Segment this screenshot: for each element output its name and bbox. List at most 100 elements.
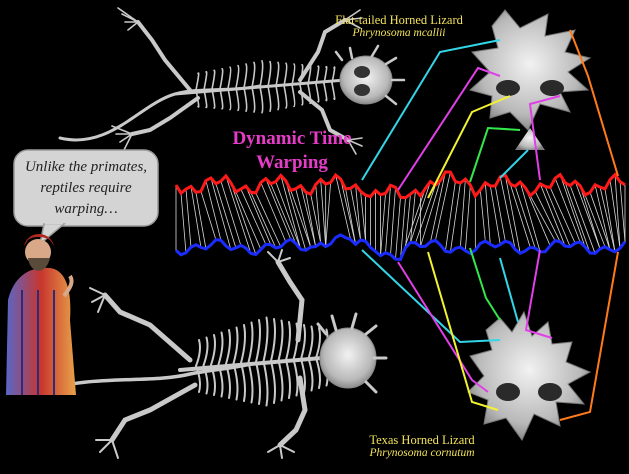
rib-bottom [196, 340, 200, 366]
alignment-line [386, 185, 391, 252]
alignment-line [620, 182, 625, 242]
rib-bottom [249, 323, 253, 363]
bottom-scientific-name: Phrynosoma cornutum [336, 447, 508, 460]
correspondence-line [500, 258, 518, 322]
rib-bottom [271, 361, 275, 403]
alignment-line [196, 192, 206, 249]
bottom-common-name: Texas Horned Lizard [336, 433, 508, 447]
alignment-line [485, 183, 490, 245]
alignment-line [460, 179, 465, 247]
rib-bottom [309, 327, 313, 359]
bottom-species-label: Texas Horned Lizard Phrynosoma cornutum [336, 433, 508, 461]
rib-top [268, 62, 271, 87]
rib-bottom [211, 335, 215, 365]
rib-top [212, 70, 215, 89]
rib-bottom [286, 322, 290, 360]
alignment-line [535, 191, 560, 241]
lizard-skeleton-bottom-icon [38, 250, 386, 458]
rib-top [244, 64, 247, 88]
alignment-line [450, 183, 460, 252]
alignment-line [191, 186, 201, 247]
alignment-line [405, 194, 410, 248]
rib-top [204, 72, 207, 90]
alignment-line [545, 187, 570, 247]
bottom-time-series [176, 235, 625, 260]
rib-bottom [279, 321, 283, 361]
correspondence-line [470, 128, 520, 182]
rib-bottom [219, 333, 223, 365]
correspondence-line [500, 150, 528, 178]
rib-top [236, 66, 239, 88]
alignment-line [391, 187, 396, 254]
rib-top [252, 87, 255, 112]
top-species-label: Flat-tailed Horned Lizard Phrynosoma mca… [304, 13, 494, 41]
rib-bottom [271, 319, 275, 361]
rib-bottom [226, 330, 230, 364]
rib-top [332, 83, 335, 99]
alignment-line [490, 186, 500, 245]
rib-top [228, 67, 231, 88]
rib-top [236, 88, 239, 110]
rib-top [284, 63, 287, 85]
rib-bottom [316, 358, 320, 388]
alignment-line [396, 197, 401, 259]
rib-top [228, 88, 231, 109]
rib-top [196, 73, 199, 90]
rib-bottom [316, 328, 320, 358]
rib-top [268, 86, 271, 111]
alignment-line [465, 185, 470, 251]
rib-top [316, 84, 319, 102]
alignment-line [356, 185, 361, 240]
rib-top [292, 64, 295, 85]
alignment-line [555, 178, 580, 242]
alignment-line [271, 184, 296, 244]
rib-top [260, 87, 263, 113]
alignment-line [186, 189, 191, 247]
alignment-line [381, 193, 386, 255]
alignment-line [346, 189, 356, 244]
rib-top [252, 62, 255, 87]
rib-bottom [256, 362, 260, 404]
rib-bottom [241, 363, 245, 401]
figure-title: Dynamic Time Warping [222, 127, 362, 175]
alignment-line [311, 194, 321, 243]
rib-bottom [234, 328, 238, 364]
correspondence-line [570, 30, 618, 176]
alignment-line [445, 182, 455, 252]
alignment-line [520, 182, 540, 252]
rib-bottom [256, 320, 260, 362]
rib-bottom [279, 361, 283, 401]
alignment-line [181, 193, 186, 253]
rib-top [276, 86, 279, 110]
alignment-line [480, 190, 485, 241]
rib-bottom [249, 363, 253, 403]
rib-top [244, 88, 247, 112]
rib-top [260, 61, 263, 87]
top-common-name: Flat-tailed Horned Lizard [304, 13, 494, 27]
scholar-figure-icon [6, 234, 76, 395]
rib-top [284, 86, 287, 108]
rib-bottom [264, 362, 268, 406]
rib-top [324, 84, 327, 101]
rib-bottom [241, 325, 245, 363]
alignment-line [321, 179, 326, 246]
top-scientific-name: Phrynosoma mcallii [304, 27, 494, 40]
alignment-line [585, 195, 605, 247]
rib-top [220, 89, 223, 109]
alignment-line [605, 189, 615, 252]
rib-top [276, 62, 279, 86]
alignment-line [326, 182, 331, 246]
alignment-line [351, 188, 361, 240]
speech-bubble-text: Unlike the primates, reptiles require wa… [19, 157, 153, 220]
rib-bottom [286, 360, 290, 398]
rib-bottom [204, 338, 208, 366]
correspondence-line [470, 248, 500, 320]
alignment-line [216, 184, 236, 248]
rib-top [292, 85, 295, 106]
alignment-line [361, 191, 366, 241]
rib-bottom [301, 325, 305, 359]
rib-bottom [234, 364, 238, 400]
alignment-line [550, 187, 575, 243]
